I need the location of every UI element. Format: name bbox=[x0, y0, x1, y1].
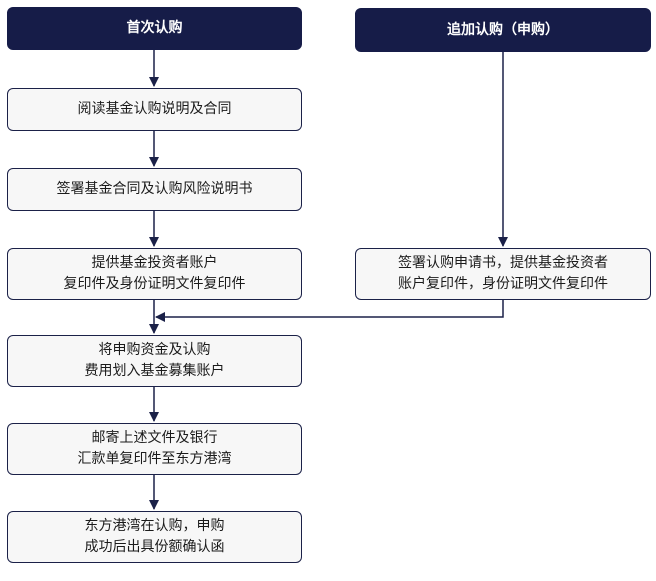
step-provide-copies: 提供基金投资者账户 复印件及身份证明文件复印件 bbox=[7, 248, 302, 300]
step-provide-copies-line1: 提供基金投资者账户 bbox=[91, 255, 218, 271]
step-transfer-funds-line2: 费用划入基金募集账户 bbox=[84, 363, 225, 379]
step-mail-documents: 邮寄上述文件及银行 汇款单复印件至东方港湾 bbox=[7, 423, 302, 475]
step-confirmation-letter-line1: 东方港湾在认购，申购 bbox=[84, 518, 225, 534]
step-confirmation-letter: 东方港湾在认购，申购 成功后出具份额确认函 bbox=[7, 511, 302, 563]
step-sign-application-line2: 账户复印件，身份证明文件复印件 bbox=[398, 276, 608, 292]
step-provide-copies-line2: 复印件及身份证明文件复印件 bbox=[63, 276, 246, 292]
step-read-docs: 阅读基金认购说明及合同 bbox=[7, 88, 302, 131]
arrow-right-step-merge bbox=[155, 300, 504, 322]
header-first-subscription-label: 首次认购 bbox=[126, 20, 183, 36]
header-additional-subscription: 追加认购（申购） bbox=[355, 8, 651, 52]
step-read-docs-line1: 阅读基金认购说明及合同 bbox=[77, 101, 232, 117]
step-sign-contract-line1: 签署基金合同及认购风险说明书 bbox=[56, 181, 253, 197]
header-additional-subscription-label: 追加认购（申购） bbox=[447, 21, 559, 38]
step-sign-application: 签署认购申请书，提供基金投资者 账户复印件，身份证明文件复印件 bbox=[355, 248, 651, 300]
step-transfer-funds-line1: 将申购资金及认购 bbox=[98, 342, 211, 358]
step-transfer-funds: 将申购资金及认购 费用划入基金募集账户 bbox=[7, 335, 302, 387]
step-sign-contract: 签署基金合同及认购风险说明书 bbox=[7, 168, 302, 211]
step-confirmation-letter-line2: 成功后出具份额确认函 bbox=[84, 539, 225, 555]
step-mail-documents-line1: 邮寄上述文件及银行 bbox=[91, 430, 218, 446]
step-sign-application-line1: 签署认购申请书，提供基金投资者 bbox=[398, 255, 608, 271]
header-first-subscription: 首次认购 bbox=[7, 7, 302, 50]
step-mail-documents-line2: 汇款单复印件至东方港湾 bbox=[77, 451, 232, 467]
